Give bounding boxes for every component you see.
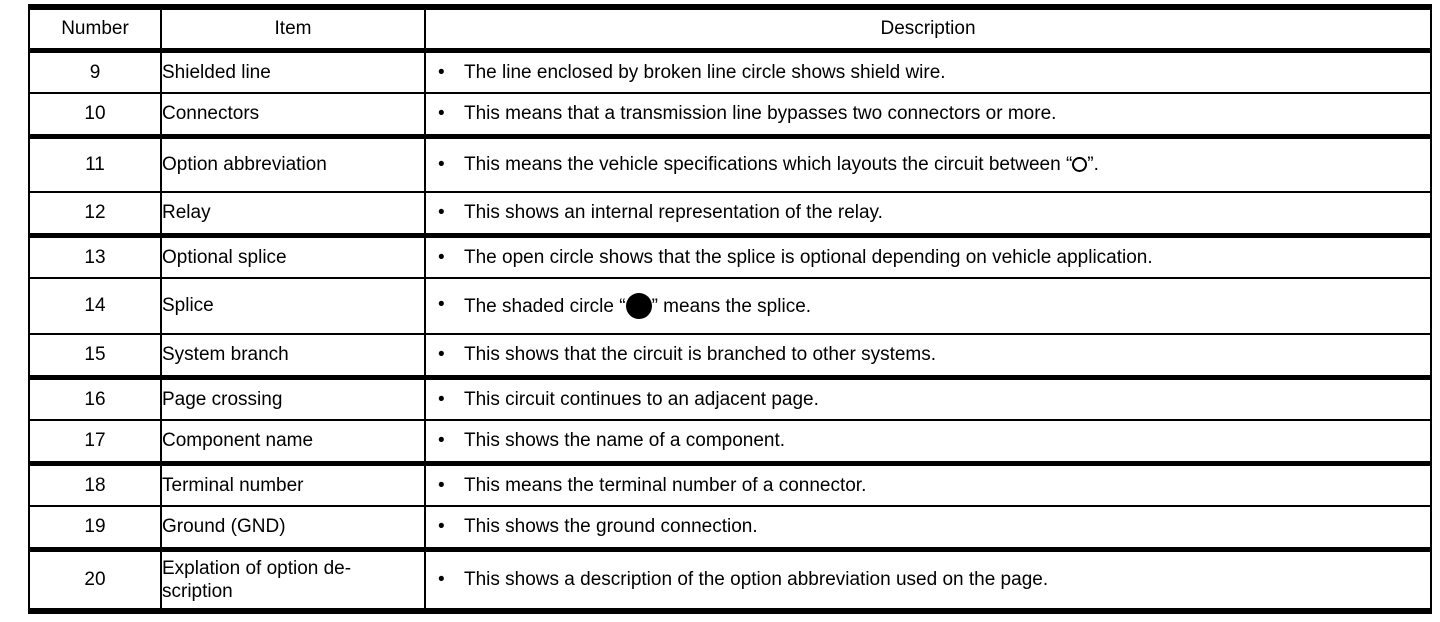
row-number: 17 [28,419,162,463]
row-item: Connectors [160,92,426,136]
bullet-marker: • [438,516,445,538]
description-text: This means that a transmission line bypa… [464,103,1057,125]
row-description: • This means the vehicle specifications … [424,133,1432,192]
row-item-line-2: scription [162,580,233,602]
row-number: 11 [28,133,162,192]
bullet-marker: • [438,202,445,224]
table-row: 10 Connectors • This means that a transm… [28,92,1432,136]
row-description: • This circuit continues to an adjacent … [424,374,1432,420]
row-item-line-1: Explation of option de- [162,557,352,579]
description-text: This means the terminal number of a conn… [464,474,867,496]
table-row: 11 Option abbreviation • This means the … [28,133,1432,192]
row-item: Relay [160,191,426,235]
table-header-row: Number Item Description [28,4,1432,53]
open-circle-icon [1072,157,1088,173]
bullet-marker: • [438,430,445,452]
bullet-marker: • [438,246,445,268]
bullet-marker: • [438,154,445,176]
column-header-description: Description [424,4,1432,53]
row-number: 10 [28,92,162,136]
description-text-suffix: ”. [1087,154,1099,176]
description-text: This shows the ground connection. [464,516,758,538]
row-description: • The open circle shows that the splice … [424,232,1432,278]
description-text-suffix: ” means the splice. [651,296,812,317]
row-item: Ground (GND) [160,505,426,549]
row-number: 13 [28,232,162,278]
description-text: This means the vehicle specifications wh… [464,154,1073,176]
table-row: 20 Explation of option de- scription • T… [28,546,1432,614]
table-row: 17 Component name • This shows the name … [28,419,1432,463]
row-item: Terminal number [160,460,426,506]
bullet-marker: • [438,294,445,315]
row-item: Optional splice [160,232,426,278]
table-row: 16 Page crossing • This circuit continue… [28,374,1432,420]
row-number: 9 [28,47,162,93]
description-text: The shaded circle “ [464,296,626,317]
row-number: 15 [28,333,162,377]
row-description: • This shows that the circuit is branche… [424,333,1432,377]
table-row: 14 Splice • The shaded circle “ ” means t… [28,277,1432,334]
column-header-number: Number [28,4,162,53]
row-item: Splice [160,277,426,334]
bullet-marker: • [438,569,445,591]
row-description: • The line enclosed by broken line circl… [424,47,1432,93]
description-text: This circuit continues to an adjacent pa… [464,388,819,410]
row-description: • This shows the ground connection. [424,505,1432,549]
row-item: Component name [160,419,426,463]
row-number: 20 [28,546,162,614]
row-number: 12 [28,191,162,235]
bullet-marker: • [438,388,445,410]
row-item: Explation of option de- scription [160,546,426,614]
row-description: • This shows an internal representation … [424,191,1432,235]
description-text: The open circle shows that the splice is… [464,246,1153,268]
table-row: 13 Optional splice • The open circle sho… [28,232,1432,278]
bullet-marker: • [438,344,445,366]
description-text: The line enclosed by broken line circle … [464,61,946,83]
row-item: System branch [160,333,426,377]
row-number: 14 [28,277,162,334]
description-text: This shows an internal representation of… [464,202,883,224]
bullet-marker: • [438,61,445,83]
table-row: 19 Ground (GND) • This shows the ground … [28,505,1432,549]
row-description: • This shows the name of a component. [424,419,1432,463]
filled-circle-icon [625,293,652,319]
wiring-legend-table: Number Item Description 9 Shielded line … [28,4,1432,614]
description-text: This shows that the circuit is branched … [464,344,937,366]
row-item: Shielded line [160,47,426,93]
row-description: • The shaded circle “ ” means the splice. [424,277,1432,334]
bullet-marker: • [438,103,445,125]
table-row: 9 Shielded line • The line enclosed by b… [28,47,1432,93]
row-number: 19 [28,505,162,549]
legend-table-container: Number Item Description 9 Shielded line … [28,4,1432,614]
table-row: 12 Relay • This shows an internal repres… [28,191,1432,235]
row-item: Page crossing [160,374,426,420]
column-header-item: Item [160,4,426,53]
description-text: This shows a description of the option a… [464,569,1049,591]
table-row: 18 Terminal number • This means the term… [28,460,1432,506]
bullet-marker: • [438,474,445,496]
row-item: Option abbreviation [160,133,426,192]
row-description: • This shows a description of the option… [424,546,1432,614]
row-number: 16 [28,374,162,420]
description-text: This shows the name of a component. [464,430,786,452]
row-description: • This means the terminal number of a co… [424,460,1432,506]
table-row: 15 System branch • This shows that the c… [28,333,1432,377]
row-number: 18 [28,460,162,506]
row-description: • This means that a transmission line by… [424,92,1432,136]
table-body: 9 Shielded line • The line enclosed by b… [28,47,1432,614]
